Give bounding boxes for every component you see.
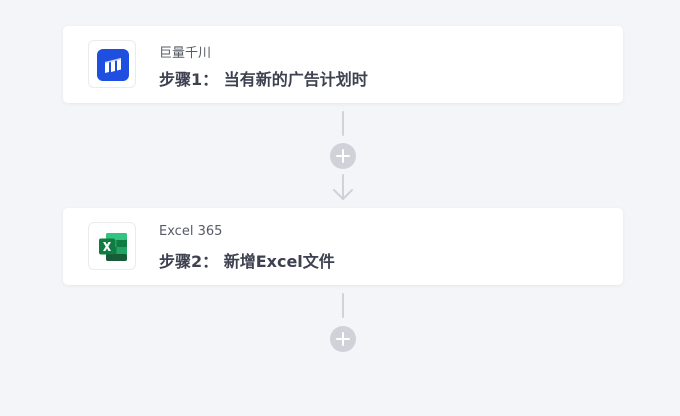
app-icon-box <box>88 222 136 270</box>
qianchuan-icon <box>97 49 129 81</box>
step-card-1[interactable]: 巨量千川 步骤1： 当有新的广告计划时 <box>63 26 623 103</box>
connector-line <box>342 111 344 136</box>
app-icon-box <box>88 40 136 88</box>
app-name: Excel 365 <box>159 224 223 239</box>
connector-line <box>342 293 344 318</box>
add-step-button[interactable] <box>330 143 356 169</box>
step-card-2[interactable]: Excel 365 步骤2： 新增Excel文件 <box>63 208 623 285</box>
add-step-button[interactable] <box>330 326 356 352</box>
step-title: 步骤2： 新增Excel文件 <box>159 252 335 271</box>
excel-icon <box>99 233 127 261</box>
app-name: 巨量千川 <box>159 46 212 61</box>
arrow-down-icon <box>333 174 353 200</box>
step-title: 步骤1： 当有新的广告计划时 <box>159 70 368 89</box>
